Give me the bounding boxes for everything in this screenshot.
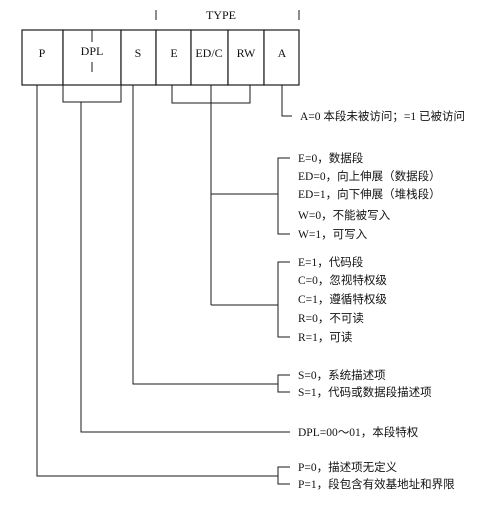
field-edc-label: ED/C [195,46,222,60]
code-desc-0: E=1，代码段 [298,255,364,269]
field-row [21,29,300,86]
code-desc-3: R=0，不可读 [298,311,364,325]
data-desc-0: E=0，数据段 [298,151,364,165]
code-segment-bracket [277,261,290,338]
field-a-box [263,29,300,86]
a-connector [281,85,292,117]
field-s-label: S [135,46,142,60]
s-connector [132,85,278,385]
code-desc-1: C=0，忽视特权级 [298,273,387,287]
data-desc-2: ED=1，向下伸展（堆栈段） [298,187,441,201]
field-e-box [155,29,192,86]
type-label: TYPE [206,8,236,22]
p-desc-1: P=1，段包含有效基地址和界限 [298,477,455,491]
field-a-label: A [278,46,287,60]
dpl-bracket-bottom [62,85,122,103]
field-rw-label: RW [237,46,256,60]
data-desc-3: W=0，不能被写入 [298,208,391,222]
field-p-label: P [39,46,46,60]
p-connector [36,85,278,477]
field-dpl-label: DPL [81,44,104,58]
data-desc-4: W=1，可写入 [298,228,368,241]
s-desc-1: S=1，代码或数据段描述项 [298,385,432,399]
p-desc-0: P=0，描述项无定义 [298,460,398,474]
field-rw-box [227,29,265,86]
field-s-box [120,29,157,86]
dpl-desc: DPL=00～01，本段特权 [298,425,419,439]
s-desc-0: S=0，系统描述项 [298,368,386,382]
dpl-connector [80,102,290,433]
code-desc-2: C=1，遵循特权级 [298,292,387,306]
p-bracket [277,466,290,485]
data-segment-bracket [277,157,290,235]
field-e-label: E [170,46,177,60]
code-desc-4: R=1，可读 [298,330,353,344]
a-desc: A=0 本段未被访问；=1 已被访问 [300,109,465,123]
data-desc-1: ED=0，向上伸展（数据段） [298,169,441,183]
s-bracket [277,374,290,393]
